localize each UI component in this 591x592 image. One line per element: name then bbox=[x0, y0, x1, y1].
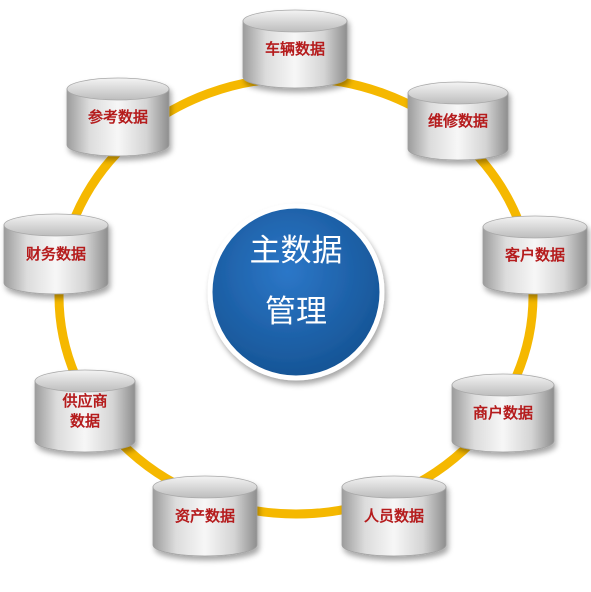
cylinder-top bbox=[242, 9, 348, 33]
cylinder-top bbox=[407, 81, 509, 105]
center-node: 主数据 管理 bbox=[207, 203, 385, 381]
node-label-reference: 参考数据 bbox=[88, 108, 148, 126]
cylinder-body bbox=[451, 384, 555, 453]
data-node-asset: 资产数据 bbox=[152, 475, 258, 557]
cylinder-top bbox=[451, 373, 555, 397]
data-node-personnel: 人员数据 bbox=[341, 475, 447, 557]
cylinder-body bbox=[482, 226, 588, 295]
node-label-finance: 财务数据 bbox=[26, 245, 86, 263]
data-node-merchant: 商户数据 bbox=[451, 373, 555, 453]
cylinder-body bbox=[66, 88, 170, 157]
node-label-asset: 资产数据 bbox=[175, 507, 235, 525]
cylinder-top bbox=[482, 215, 588, 239]
data-node-repair: 维修数据 bbox=[407, 81, 509, 161]
data-node-finance: 财务数据 bbox=[3, 213, 109, 295]
node-label-customer: 客户数据 bbox=[504, 246, 565, 264]
data-node-reference: 参考数据 bbox=[66, 77, 170, 157]
node-label-repair: 维修数据 bbox=[428, 112, 488, 130]
center-title-line1: 主数据 bbox=[250, 233, 343, 269]
cylinder-top bbox=[34, 369, 136, 393]
center-title-line2: 管理 bbox=[265, 294, 327, 330]
node-label-supplier: 供应商 bbox=[61, 392, 107, 410]
center-circle bbox=[207, 203, 385, 381]
cylinder-top bbox=[66, 77, 170, 101]
cylinder-body bbox=[242, 20, 348, 89]
data-node-vehicle: 车辆数据 bbox=[242, 9, 348, 89]
cylinder-body bbox=[152, 486, 258, 557]
cylinder-body bbox=[3, 224, 109, 295]
node-label-supplier: 数据 bbox=[70, 412, 100, 430]
cylinder-top bbox=[341, 475, 447, 499]
data-node-customer: 客户数据 bbox=[482, 215, 588, 295]
node-label-personnel: 人员数据 bbox=[364, 507, 424, 525]
cylinder-body bbox=[34, 380, 136, 453]
cylinder-top bbox=[152, 475, 258, 499]
node-label-merchant: 商户数据 bbox=[473, 404, 533, 422]
cylinder-body bbox=[407, 92, 509, 161]
node-label-vehicle: 车辆数据 bbox=[265, 40, 325, 58]
cylinder-top bbox=[3, 213, 109, 237]
cylinder-body bbox=[341, 486, 447, 557]
